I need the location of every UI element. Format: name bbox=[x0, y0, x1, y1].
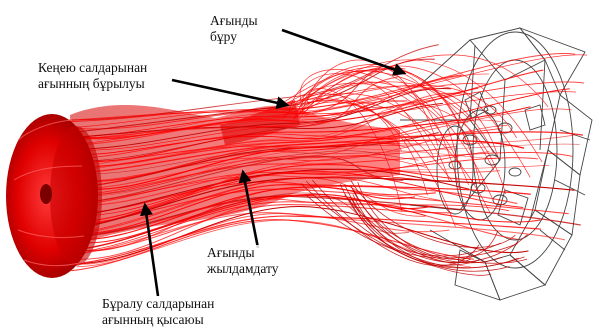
label-flow-acceleration: Ағынды жылдамдату bbox=[205, 245, 281, 277]
label-flow-deflection-line2: ағынның бұрылуы bbox=[38, 76, 147, 92]
label-flow-twist-line2: ағынның қысаюы bbox=[102, 312, 214, 328]
arrow-swirl bbox=[282, 30, 404, 73]
label-flow-swirl-line2: бұру bbox=[210, 29, 258, 45]
label-flow-deflection: Кеңею салдарынан ағынның бұрылуы bbox=[36, 60, 149, 92]
label-flow-swirl: Ағынды бұру bbox=[208, 13, 260, 45]
bellmouth-inlet bbox=[6, 114, 102, 278]
label-flow-acceleration-line1: Ағынды bbox=[207, 245, 279, 261]
label-flow-acceleration-line2: жылдамдату bbox=[207, 261, 279, 277]
label-flow-twist: Бұралу салдарынан ағынның қысаюы bbox=[100, 296, 216, 328]
label-flow-swirl-line1: Ағынды bbox=[210, 13, 258, 29]
arrow-deflection bbox=[172, 80, 287, 105]
label-flow-deflection-line1: Кеңею салдарынан bbox=[38, 60, 147, 76]
label-flow-twist-line1: Бұралу салдарынан bbox=[102, 296, 214, 312]
